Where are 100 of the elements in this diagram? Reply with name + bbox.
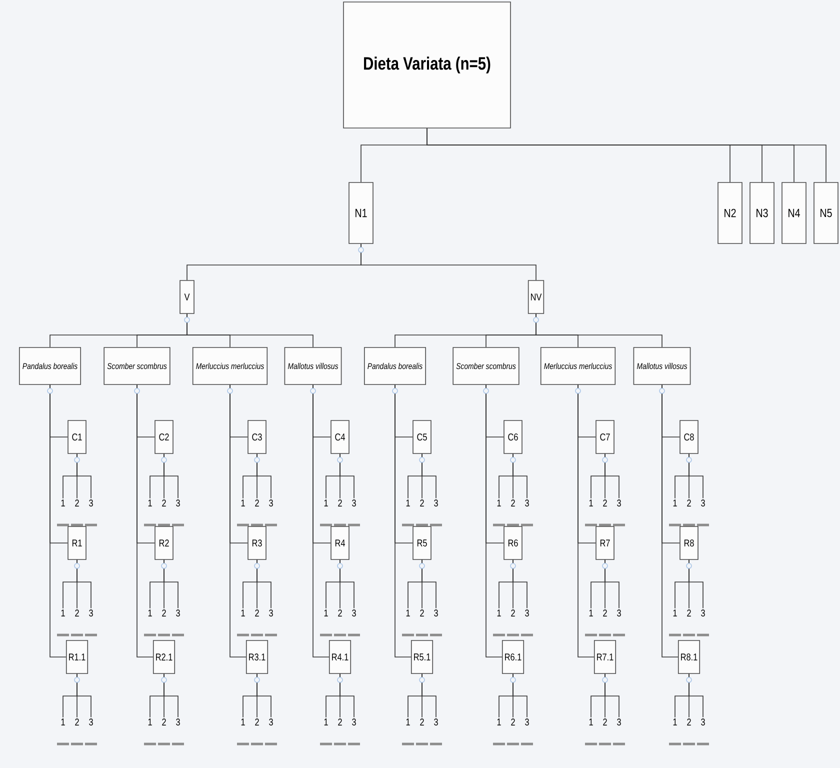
replicate-label: 2 — [334, 718, 346, 746]
connector-line — [340, 454, 354, 499]
replicate-label: 1 — [669, 610, 681, 636]
sample-box: R6 — [504, 526, 522, 560]
replicate-label: 2 — [251, 610, 263, 636]
connector-line — [422, 454, 436, 499]
connector-line — [164, 454, 178, 499]
replicate-label: 1 — [585, 500, 597, 526]
replicate-label: 1 — [585, 610, 597, 636]
connector-line — [394, 384, 412, 658]
replicate-label: 3 — [172, 718, 184, 746]
sample-box: C8 — [680, 420, 698, 454]
connector-line — [256, 560, 272, 609]
replicate-label: 2 — [416, 610, 428, 636]
connector-line — [578, 384, 594, 658]
group-box: N4 — [782, 182, 806, 244]
connector-line — [688, 560, 704, 609]
replicate-label: 2 — [683, 610, 695, 636]
sample-box: C2 — [154, 420, 174, 454]
replicate-label: 1 — [402, 500, 414, 526]
sample-box: R2.1 — [152, 640, 176, 674]
replicate-label: 1 — [320, 718, 332, 746]
species-box: Merluccius merluccius — [192, 347, 268, 385]
sample-box: R5 — [412, 526, 432, 560]
species-box: Mallotus villosus — [284, 347, 342, 385]
group-box: N3 — [750, 182, 774, 244]
replicate-label: 3 — [430, 609, 442, 636]
replicate-label: 1 — [402, 718, 414, 746]
sample-box: R4.1 — [328, 640, 352, 674]
replicate-label: 3 — [697, 718, 709, 746]
replicate-label: 1 — [144, 718, 156, 746]
replicate-label: 1 — [585, 718, 597, 746]
connector-line — [422, 560, 436, 609]
replicate-label: 3 — [697, 499, 709, 526]
sample-box: C7 — [596, 420, 614, 454]
sample-box: R7 — [596, 526, 614, 560]
replicate-label: 1 — [320, 500, 332, 526]
sample-box: C6 — [504, 420, 522, 454]
connector-line — [512, 454, 528, 499]
replicate-label: 3 — [521, 609, 533, 636]
replicate-label: 2 — [683, 500, 695, 526]
replicate-label: 2 — [71, 610, 83, 636]
replicate-label: 1 — [237, 610, 249, 636]
sample-box: C5 — [412, 420, 432, 454]
sample-box: R3 — [248, 526, 266, 560]
connector-line — [604, 674, 620, 718]
replicate-label: 3 — [613, 499, 625, 526]
replicate-label: 3 — [172, 609, 184, 636]
sample-box: R4 — [330, 526, 350, 560]
sample-box: R8.1 — [678, 640, 700, 674]
group-box: N2 — [718, 182, 742, 244]
replicate-label: 2 — [158, 500, 170, 526]
replicate-label: 3 — [521, 499, 533, 526]
connector-line — [360, 244, 536, 280]
replicate-label: 3 — [521, 718, 533, 746]
replicate-label: 1 — [669, 718, 681, 746]
replicate-label: 2 — [334, 610, 346, 636]
species-box: Pandalus borealis — [364, 347, 426, 385]
sample-box: C3 — [248, 420, 266, 454]
replicate-label: 1 — [320, 610, 332, 636]
connector-line — [604, 560, 620, 609]
replicate-label: 1 — [237, 718, 249, 746]
connector-line — [422, 674, 436, 718]
replicate-label: 3 — [265, 499, 277, 526]
replicate-label: 2 — [334, 500, 346, 526]
connector-line — [486, 384, 502, 658]
connector-line — [340, 560, 354, 609]
replicate-label: 3 — [85, 499, 97, 526]
sample-box: R1.1 — [66, 640, 88, 674]
connector-line — [256, 674, 272, 718]
category-box: NV — [528, 280, 544, 314]
replicate-label: 3 — [85, 718, 97, 746]
replicate-label: 2 — [507, 610, 519, 636]
replicate-label: 2 — [416, 500, 428, 526]
connector-line — [164, 560, 178, 609]
replicate-label: 3 — [697, 609, 709, 636]
group-box: N5 — [814, 182, 838, 244]
connector-line — [76, 560, 92, 609]
replicate-label: 3 — [348, 499, 360, 526]
replicate-label: 3 — [265, 609, 277, 636]
replicate-label: 3 — [172, 499, 184, 526]
connector-line — [136, 384, 154, 658]
connector-line — [312, 384, 330, 658]
connector-line — [512, 560, 528, 609]
species-box: Pandalus borealis — [19, 347, 81, 385]
sample-box: R6.1 — [502, 640, 524, 674]
replicate-label: 2 — [416, 718, 428, 746]
connector-line — [688, 454, 704, 499]
connector-line — [76, 674, 92, 718]
replicate-label: 3 — [430, 499, 442, 526]
replicate-label: 3 — [430, 718, 442, 746]
replicate-label: 3 — [613, 718, 625, 746]
sample-box: R3.1 — [246, 640, 268, 674]
replicate-label: 1 — [493, 610, 505, 636]
category-box: V — [180, 280, 194, 314]
species-box: Merluccius merluccius — [540, 347, 616, 385]
connector-line — [230, 384, 246, 658]
species-box: Scomber scombrus — [104, 347, 170, 385]
sample-box: C4 — [330, 420, 350, 454]
sample-box: R1 — [68, 526, 86, 560]
